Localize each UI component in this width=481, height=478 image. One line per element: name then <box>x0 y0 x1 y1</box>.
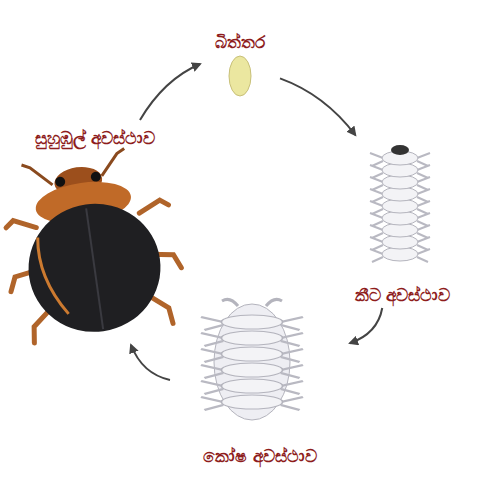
stage-node: කෝෂ අවස්ථාව <box>170 288 350 472</box>
stage-label: සුහුඹුල් අවස්ථාව <box>5 128 185 148</box>
stage-label: කීට අවස්ථාව <box>335 285 470 305</box>
stage-label: කෝෂ අවස්ථාව <box>170 446 350 466</box>
larva-picture <box>370 145 430 262</box>
egg-picture <box>229 56 251 96</box>
stage-node: බිත්තර <box>200 28 280 100</box>
cycle-arrow <box>131 345 170 380</box>
cycle-arrow <box>280 78 355 135</box>
stage-node: කීට අවස්ථාව <box>335 135 470 308</box>
stage-node: සුහුඹුල් අවස්ථාව <box>5 120 185 345</box>
cycle-arrow <box>140 64 200 120</box>
pupa-picture <box>201 299 303 420</box>
stage-label: බිත්තර <box>200 32 280 52</box>
cycle-arrow <box>350 308 382 343</box>
beetle-picture <box>0 143 189 345</box>
